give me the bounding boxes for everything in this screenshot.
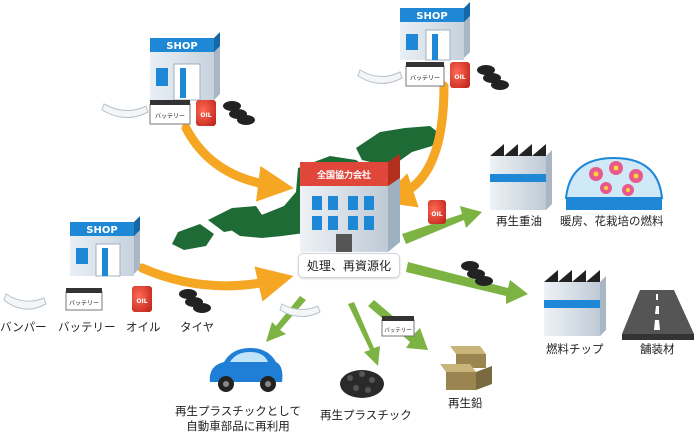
svg-text:OIL: OIL <box>454 74 465 81</box>
greenhouse-icon <box>564 156 664 210</box>
arrow-to-auto-parts <box>266 296 306 342</box>
label-auto-parts-line2: 自動車部品に再利用 <box>186 419 290 433</box>
arrow-shop2-to-company <box>378 81 449 208</box>
tire-icon <box>477 65 509 90</box>
svg-text:バッテリー: バッテリー <box>69 300 99 307</box>
shop-building-3: SHOP <box>70 216 140 277</box>
tire-icon <box>179 289 211 313</box>
shop-building-2: SHOP <box>400 2 470 61</box>
arrow-to-heavy-oil <box>402 206 482 244</box>
battery-icon: バッテリー <box>149 100 191 125</box>
shop-sign-text: SHOP <box>86 225 117 236</box>
shop-sign-text: SHOP <box>416 11 447 22</box>
svg-text:バッテリー: バッテリー <box>410 75 440 82</box>
process-label: 処理、再資源化 <box>298 253 401 278</box>
label-heating-fuel: 暖房、花栽培の燃料 <box>560 214 664 228</box>
svg-text:OIL: OIL <box>136 298 147 305</box>
factory-icon <box>490 144 552 210</box>
company-sign-text: 全国協力会社 <box>316 169 371 181</box>
shop-sign-text: SHOP <box>166 41 197 52</box>
label-oil: オイル <box>126 320 161 334</box>
label-fuel-chip: 燃料チップ <box>546 342 604 356</box>
bumper-icon <box>101 103 149 118</box>
collection-arrows <box>137 81 449 302</box>
output-arrows <box>266 206 528 366</box>
battery-icon: バッテリー <box>65 288 103 311</box>
oil-can-icon: OIL <box>196 100 216 126</box>
bumper-icon <box>357 69 403 84</box>
plastic-pellets-icon <box>340 370 384 398</box>
oil-can-icon: OIL <box>132 286 152 312</box>
tire-icon <box>223 101 255 125</box>
car-icon <box>209 348 283 392</box>
svg-text:バッテリー: バッテリー <box>155 113 185 120</box>
input-items-row: バッテリー OIL <box>3 286 211 313</box>
arrow-to-fuel-chip <box>406 262 528 304</box>
oil-can-icon: OIL <box>450 62 470 88</box>
battery-icon: バッテリー <box>405 62 445 87</box>
label-bumper: バンパー <box>0 320 47 334</box>
svg-text:バッテリー: バッテリー <box>384 327 412 334</box>
arrow-to-plastic <box>348 302 380 366</box>
shop1-waste-items: バッテリー OIL <box>101 100 255 126</box>
label-battery: バッテリー <box>58 320 116 334</box>
battery-icon: バッテリー <box>381 316 415 337</box>
svg-text:OIL: OIL <box>431 211 442 218</box>
bumper-icon <box>3 293 47 310</box>
lead-ingot-icon <box>440 346 492 390</box>
label-recycled-lead: 再生鉛 <box>448 396 483 410</box>
svg-text:OIL: OIL <box>200 112 211 119</box>
arrow-shop1-to-company <box>181 123 294 202</box>
factory-icon <box>544 270 606 336</box>
road-icon <box>622 290 694 340</box>
label-tire: タイヤ <box>180 320 215 334</box>
label-paving: 舗装材 <box>640 342 675 356</box>
arrow-shop3-to-company <box>137 263 294 302</box>
tire-icon <box>461 261 493 286</box>
shop2-waste-items: バッテリー OIL <box>357 62 509 90</box>
bumper-icon <box>279 303 321 317</box>
oil-can-icon: OIL <box>428 200 446 224</box>
shop-building-1: SHOP <box>150 32 220 101</box>
company-building: 全国協力会社 <box>300 154 400 252</box>
label-auto-parts-line1: 再生プラスチックとして <box>175 404 301 418</box>
label-recycled-plastic: 再生プラスチック <box>320 408 412 422</box>
label-recycled-heavy-oil: 再生重油 <box>496 214 542 228</box>
